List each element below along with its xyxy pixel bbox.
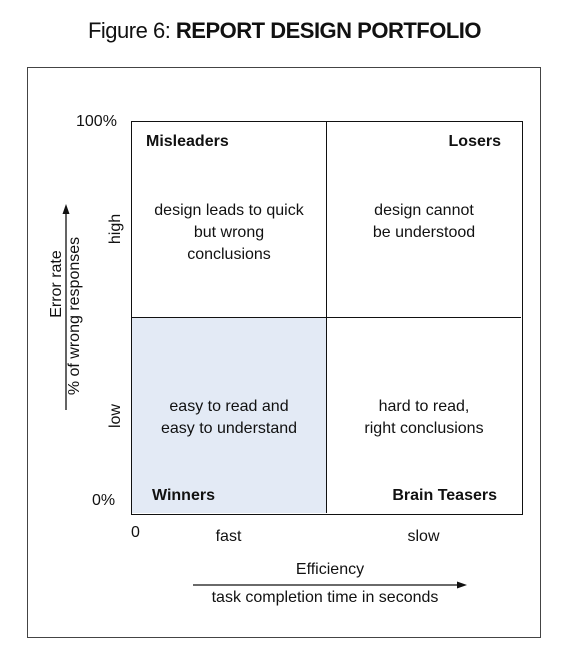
quadrant-winners: easy to read and easy to understand Winn…: [132, 318, 327, 513]
quadrant-losers: Losers design cannot be understood: [327, 122, 521, 318]
quadrant-desc-winners: easy to read and easy to understand: [160, 398, 298, 437]
figure-frame: [27, 67, 541, 638]
quadrant-brain-teasers: hard to read, right conclusions Brain Te…: [327, 318, 521, 513]
quadrant-title-misleaders: Misleaders: [146, 133, 229, 150]
figure-title-prefix: Figure 6:: [87, 18, 176, 43]
x-level-fast: fast: [215, 528, 242, 545]
quadrant-misleaders: Misleaders design leads to quick but wro…: [132, 122, 327, 318]
y-axis-arrow: [62, 204, 70, 410]
x-level-slow: slow: [407, 528, 440, 545]
x-axis-arrow: [193, 581, 467, 589]
quadrant-title-losers: Losers: [448, 133, 501, 150]
figure-title: Figure 6: REPORT DESIGN PORTFOLIO: [0, 18, 569, 44]
quadrant-title-winners: Winners: [152, 487, 215, 504]
x-axis-label: Efficiency: [295, 561, 365, 578]
quadrant-desc-losers: design cannot be understood: [372, 202, 476, 241]
y-tick-100: 100%: [76, 113, 117, 130]
quadrant-desc-misleaders: design leads to quick but wrong conclusi…: [154, 202, 304, 263]
y-tick-0: 0%: [92, 492, 116, 509]
figure-title-main: REPORT DESIGN PORTFOLIO: [175, 18, 482, 43]
x-axis-sublabel: task completion time in seconds: [211, 589, 439, 606]
quadrant-grid: Misleaders design leads to quick but wro…: [131, 121, 523, 515]
x-origin: 0: [131, 524, 140, 541]
quadrant-title-brain-teasers: Brain Teasers: [392, 487, 497, 504]
quadrant-desc-brain-teasers: hard to read, right conclusions: [364, 398, 484, 437]
